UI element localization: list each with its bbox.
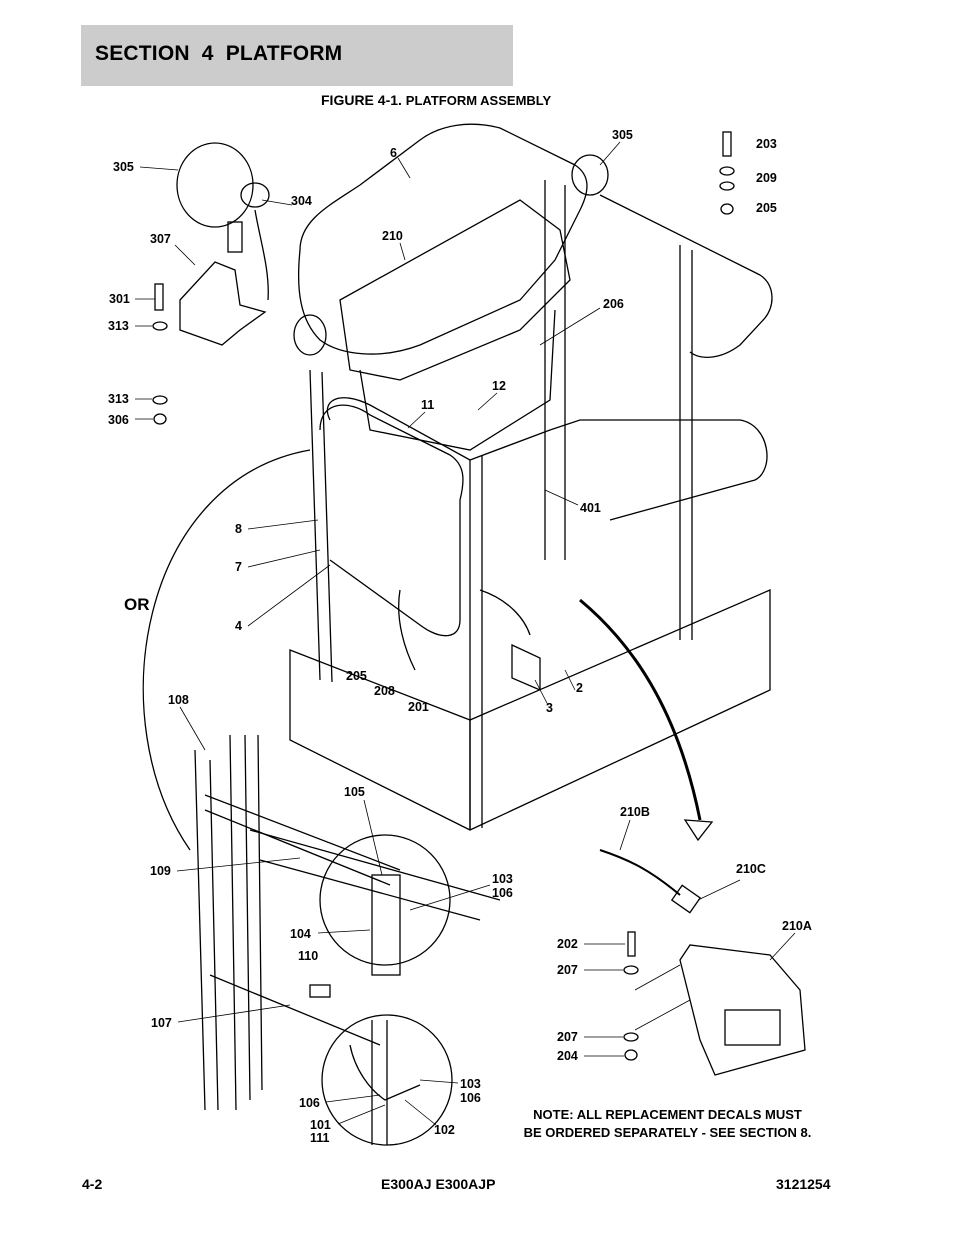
- callout-label: 11: [421, 398, 435, 412]
- callout-label: 106: [492, 886, 513, 900]
- figure-caption: FIGURE 4-1. PLATFORM ASSEMBLY: [321, 92, 551, 108]
- callout-label: 104: [290, 927, 311, 941]
- figure-title: PLATFORM ASSEMBLY: [405, 93, 552, 108]
- callout-label: 301: [109, 292, 130, 306]
- beacon-light-right: [571, 154, 609, 196]
- callout-label: 205: [756, 201, 777, 215]
- decal-note: NOTE: ALL REPLACEMENT DECALS MUST BE ORD…: [505, 1106, 830, 1142]
- callout-label: 305: [612, 128, 633, 142]
- callout-label: 8: [235, 522, 242, 536]
- callout-label: 2: [576, 681, 583, 695]
- callout-label: 109: [150, 864, 171, 878]
- callout-label: 102: [434, 1123, 455, 1137]
- beacon-light-left: [176, 142, 254, 228]
- callout-label: 204: [557, 1049, 578, 1063]
- callout-label: 307: [150, 232, 171, 246]
- callout-label: 313: [108, 392, 129, 406]
- page-number: 4-2: [82, 1176, 103, 1192]
- callout-label: 210: [382, 229, 403, 243]
- callout-label: 313: [108, 319, 129, 333]
- document-number: 3121254: [776, 1176, 831, 1192]
- callout-label: 6: [390, 146, 397, 160]
- callout-label: 210B: [620, 805, 650, 819]
- callout-label: 401: [580, 501, 601, 515]
- callout-label: 202: [557, 937, 578, 951]
- callout-label: 103: [492, 872, 513, 886]
- callout-label: 7: [235, 560, 242, 574]
- figure-number: FIGURE 4-1.: [321, 92, 402, 108]
- callout-label: 203: [756, 137, 777, 151]
- callout-label: 103: [460, 1077, 481, 1091]
- callout-label: 208: [374, 684, 395, 698]
- bracket: [179, 261, 267, 346]
- note-line-2: BE ORDERED SEPARATELY - SEE SECTION 8.: [523, 1125, 812, 1140]
- connector: [670, 884, 702, 914]
- callout-label: 110: [298, 949, 319, 963]
- callout-label: 304: [291, 194, 312, 208]
- callout-label: 111: [310, 1131, 330, 1145]
- callout-label: 105: [344, 785, 365, 799]
- section-title: SECTION 4 PLATFORM: [95, 42, 343, 65]
- callout-label: 4: [235, 619, 242, 633]
- bolt-icon: [154, 283, 164, 311]
- top-rail: [297, 123, 588, 355]
- callout-label: 206: [603, 297, 624, 311]
- callout-label: 108: [168, 693, 189, 707]
- callout-label: 12: [492, 379, 506, 393]
- detail-circle-upper: [319, 834, 451, 966]
- callout-label: 305: [113, 160, 134, 174]
- beacon-light-front: [293, 314, 327, 356]
- model-numbers: E300AJ E300AJP: [381, 1176, 496, 1192]
- callout-label: 101: [310, 1118, 331, 1132]
- section-header: SECTION 4 PLATFORM: [81, 25, 513, 86]
- callout-label: 106: [299, 1096, 320, 1110]
- or-label: OR: [124, 595, 150, 614]
- callout-label: 107: [151, 1016, 172, 1030]
- callout-label: 205: [346, 669, 367, 683]
- callout-label: 209: [756, 171, 777, 185]
- foot-switch: [679, 944, 806, 1076]
- callout-label: 201: [408, 700, 429, 714]
- callout-label: 3: [546, 701, 553, 715]
- callout-label: 207: [557, 963, 578, 977]
- control-box: [339, 199, 571, 381]
- callout-label: 210A: [782, 919, 812, 933]
- callout-label: 210C: [736, 862, 766, 876]
- hinge-plate: [511, 643, 541, 691]
- callout-label: 207: [557, 1030, 578, 1044]
- callout-label: 306: [108, 413, 129, 427]
- note-line-1: NOTE: ALL REPLACEMENT DECALS MUST: [533, 1107, 802, 1122]
- callout-label: 106: [460, 1091, 481, 1105]
